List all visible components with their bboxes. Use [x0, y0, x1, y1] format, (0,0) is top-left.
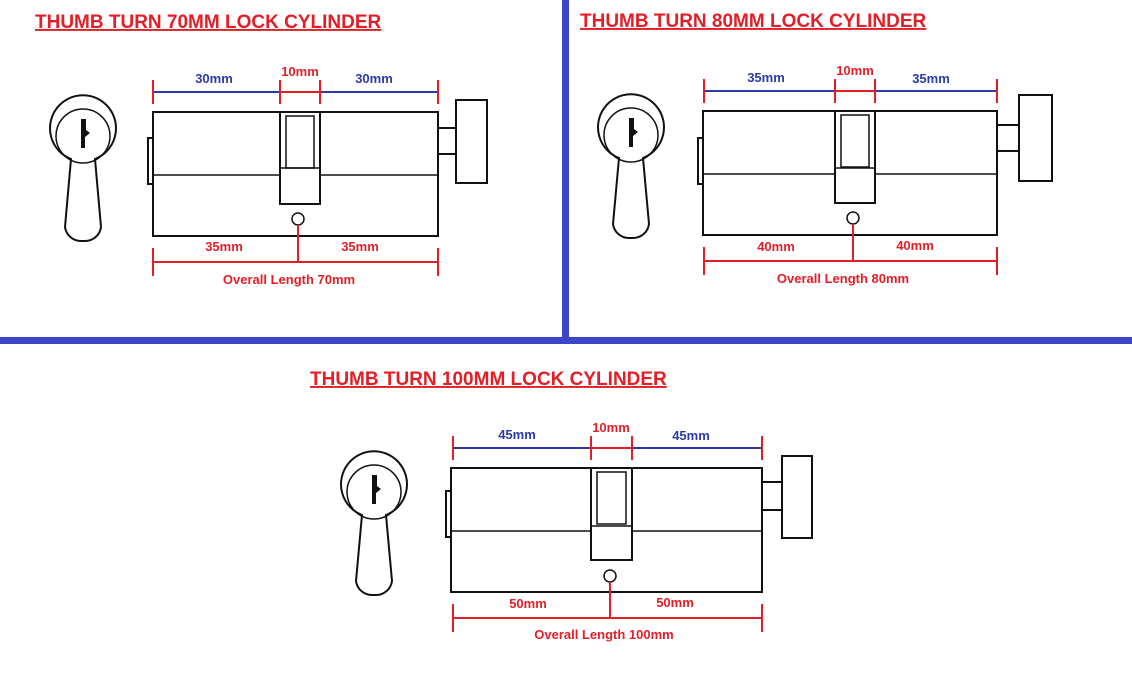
panel-70mm: THUMB TURN 70MM LOCK CYLINDER 30 [35, 12, 488, 287]
dim-top-mid: 10mm [281, 64, 319, 79]
dim-top-left: 45mm [498, 427, 536, 442]
overall-length: Overall Length 100mm [534, 627, 673, 642]
dim-top-left: 35mm [747, 70, 785, 85]
dim-top-right: 30mm [355, 71, 393, 86]
vertical-divider [562, 0, 569, 340]
overall-length: Overall Length 70mm [223, 272, 355, 287]
dim-bottom-right: 35mm [341, 239, 379, 254]
cylinder-body [697, 94, 1053, 236]
dim-bottom-right: 40mm [896, 238, 934, 253]
panel-title: THUMB TURN 100MM LOCK CYLINDER [310, 369, 667, 390]
panel-80mm: THUMB TURN 80MM LOCK CYLINDER 35mm 10mm … [580, 11, 1053, 286]
dim-bottom-left: 40mm [757, 239, 795, 254]
dim-top-right: 35mm [912, 71, 950, 86]
keyhole-icon [340, 450, 408, 597]
cylinder-body [445, 455, 813, 593]
dim-bottom-right: 50mm [656, 595, 694, 610]
dim-top-mid: 10mm [592, 420, 630, 435]
panel-title: THUMB TURN 80MM LOCK CYLINDER [580, 11, 926, 32]
dim-top-left: 30mm [195, 71, 233, 86]
panel-title: THUMB TURN 70MM LOCK CYLINDER [35, 12, 381, 33]
keyhole-icon [49, 94, 117, 243]
dim-top-right: 45mm [672, 428, 710, 443]
overall-length: Overall Length 80mm [777, 271, 909, 286]
panel-100mm: THUMB TURN 100MM LOCK CYLINDER 45mm 10mm… [310, 369, 813, 642]
dim-top-mid: 10mm [836, 63, 874, 78]
horizontal-divider [0, 337, 1132, 344]
dim-bottom-left: 35mm [205, 239, 243, 254]
keyhole-icon [597, 93, 665, 240]
dim-bottom-left: 50mm [509, 596, 547, 611]
cylinder-body [147, 99, 488, 237]
